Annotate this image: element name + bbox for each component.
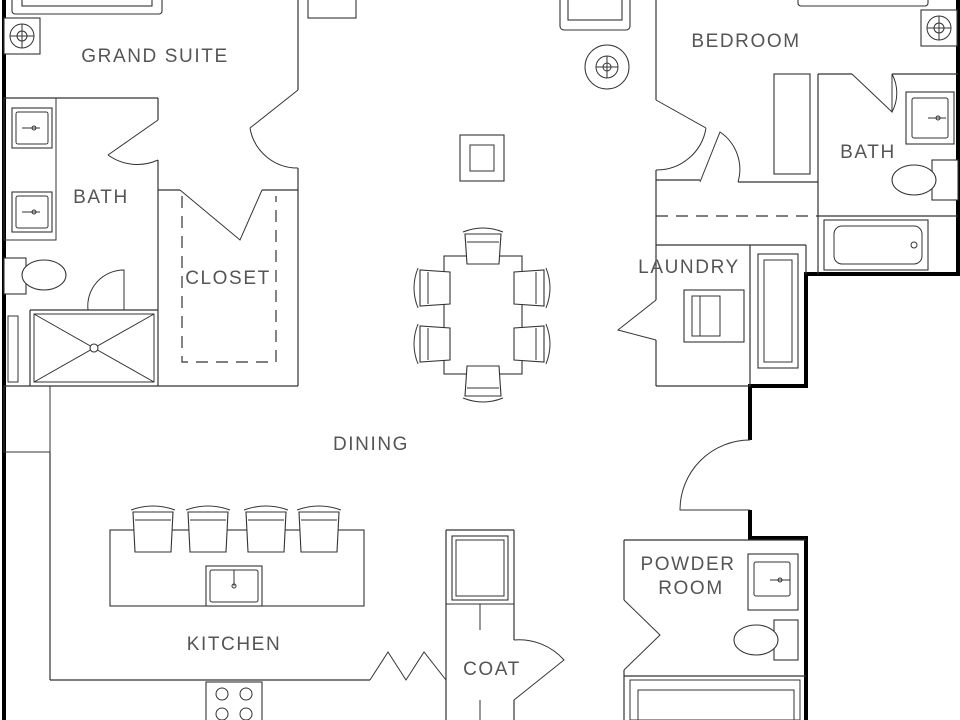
room-label-bath-right: BATH (840, 142, 896, 163)
room-label-bath-left: BATH (73, 187, 129, 208)
nightstand (307, 0, 357, 19)
door-swing-icon (369, 651, 447, 681)
sink-icon (747, 553, 799, 611)
door-swing-icon (179, 189, 263, 241)
vanity-counter (3, 97, 57, 241)
bed-fragment-right (797, 0, 929, 7)
dining-chairs (413, 227, 551, 403)
door-swing-icon (87, 269, 125, 311)
toilet-icon (733, 619, 799, 661)
room-label-grand-suite: GRAND SUITE (81, 46, 228, 67)
chair-icon (462, 227, 504, 265)
bar-stool-icon (243, 505, 289, 553)
bar-stool-icon (296, 505, 342, 553)
dining-table (443, 255, 523, 375)
door-swing-icon (655, 99, 707, 171)
room-label-dining: DINING (333, 434, 409, 455)
sink-icon (905, 91, 955, 145)
sink-icon (11, 191, 53, 233)
toilet-icon (3, 257, 67, 295)
room-label-room: ROOM (658, 578, 724, 599)
door-swing-icon (249, 89, 299, 169)
chair-icon (413, 323, 451, 365)
wardrobe (773, 73, 811, 175)
door-swing-icon (513, 639, 565, 701)
powder-vanity (629, 679, 801, 720)
door-swing-icon (679, 439, 751, 511)
sink-icon (11, 107, 53, 149)
chair-icon (513, 323, 551, 365)
bathtub-icon (823, 219, 929, 271)
armchair (559, 0, 631, 31)
room-label-closet: CLOSET (185, 268, 271, 289)
smoke-detector-icon (584, 44, 630, 90)
chair-icon (462, 365, 504, 403)
door-swing-icon (616, 299, 657, 341)
side-table (459, 134, 505, 182)
door-swing-icon (623, 599, 661, 671)
coat-shelf (451, 535, 509, 601)
sink-icon (205, 565, 263, 607)
door-swings (87, 73, 898, 720)
room-label-kitchen: KITCHEN (187, 634, 282, 655)
room-label-coat: COAT (463, 659, 521, 680)
dryer-icon (757, 253, 799, 369)
cooktop-icon (205, 681, 263, 720)
bar-stool-icon (130, 505, 176, 553)
toilet-icon (891, 159, 959, 201)
room-labels: GRAND SUITE BEDROOM BATH BATH CLOSET LAU… (73, 31, 896, 680)
smoke-detector-icon (3, 17, 41, 55)
room-label-laundry: LAUNDRY (638, 257, 740, 278)
bar-stools (130, 505, 342, 553)
linen-shelf (7, 315, 19, 383)
washer-icon (683, 289, 745, 343)
closet-shelving (181, 196, 277, 363)
door-swing-icon (107, 119, 159, 165)
bar-stool-icon (185, 505, 231, 553)
shower-icon (33, 313, 155, 383)
chair-icon (413, 267, 451, 309)
room-label-powder: POWDER (640, 554, 735, 575)
door-swing-icon (851, 73, 898, 114)
smoke-detector-icon (920, 9, 958, 47)
chair-icon (513, 267, 551, 309)
room-label-bedroom: BEDROOM (691, 31, 800, 52)
bed-fragment (11, 0, 163, 15)
door-swing-icon (699, 131, 741, 183)
